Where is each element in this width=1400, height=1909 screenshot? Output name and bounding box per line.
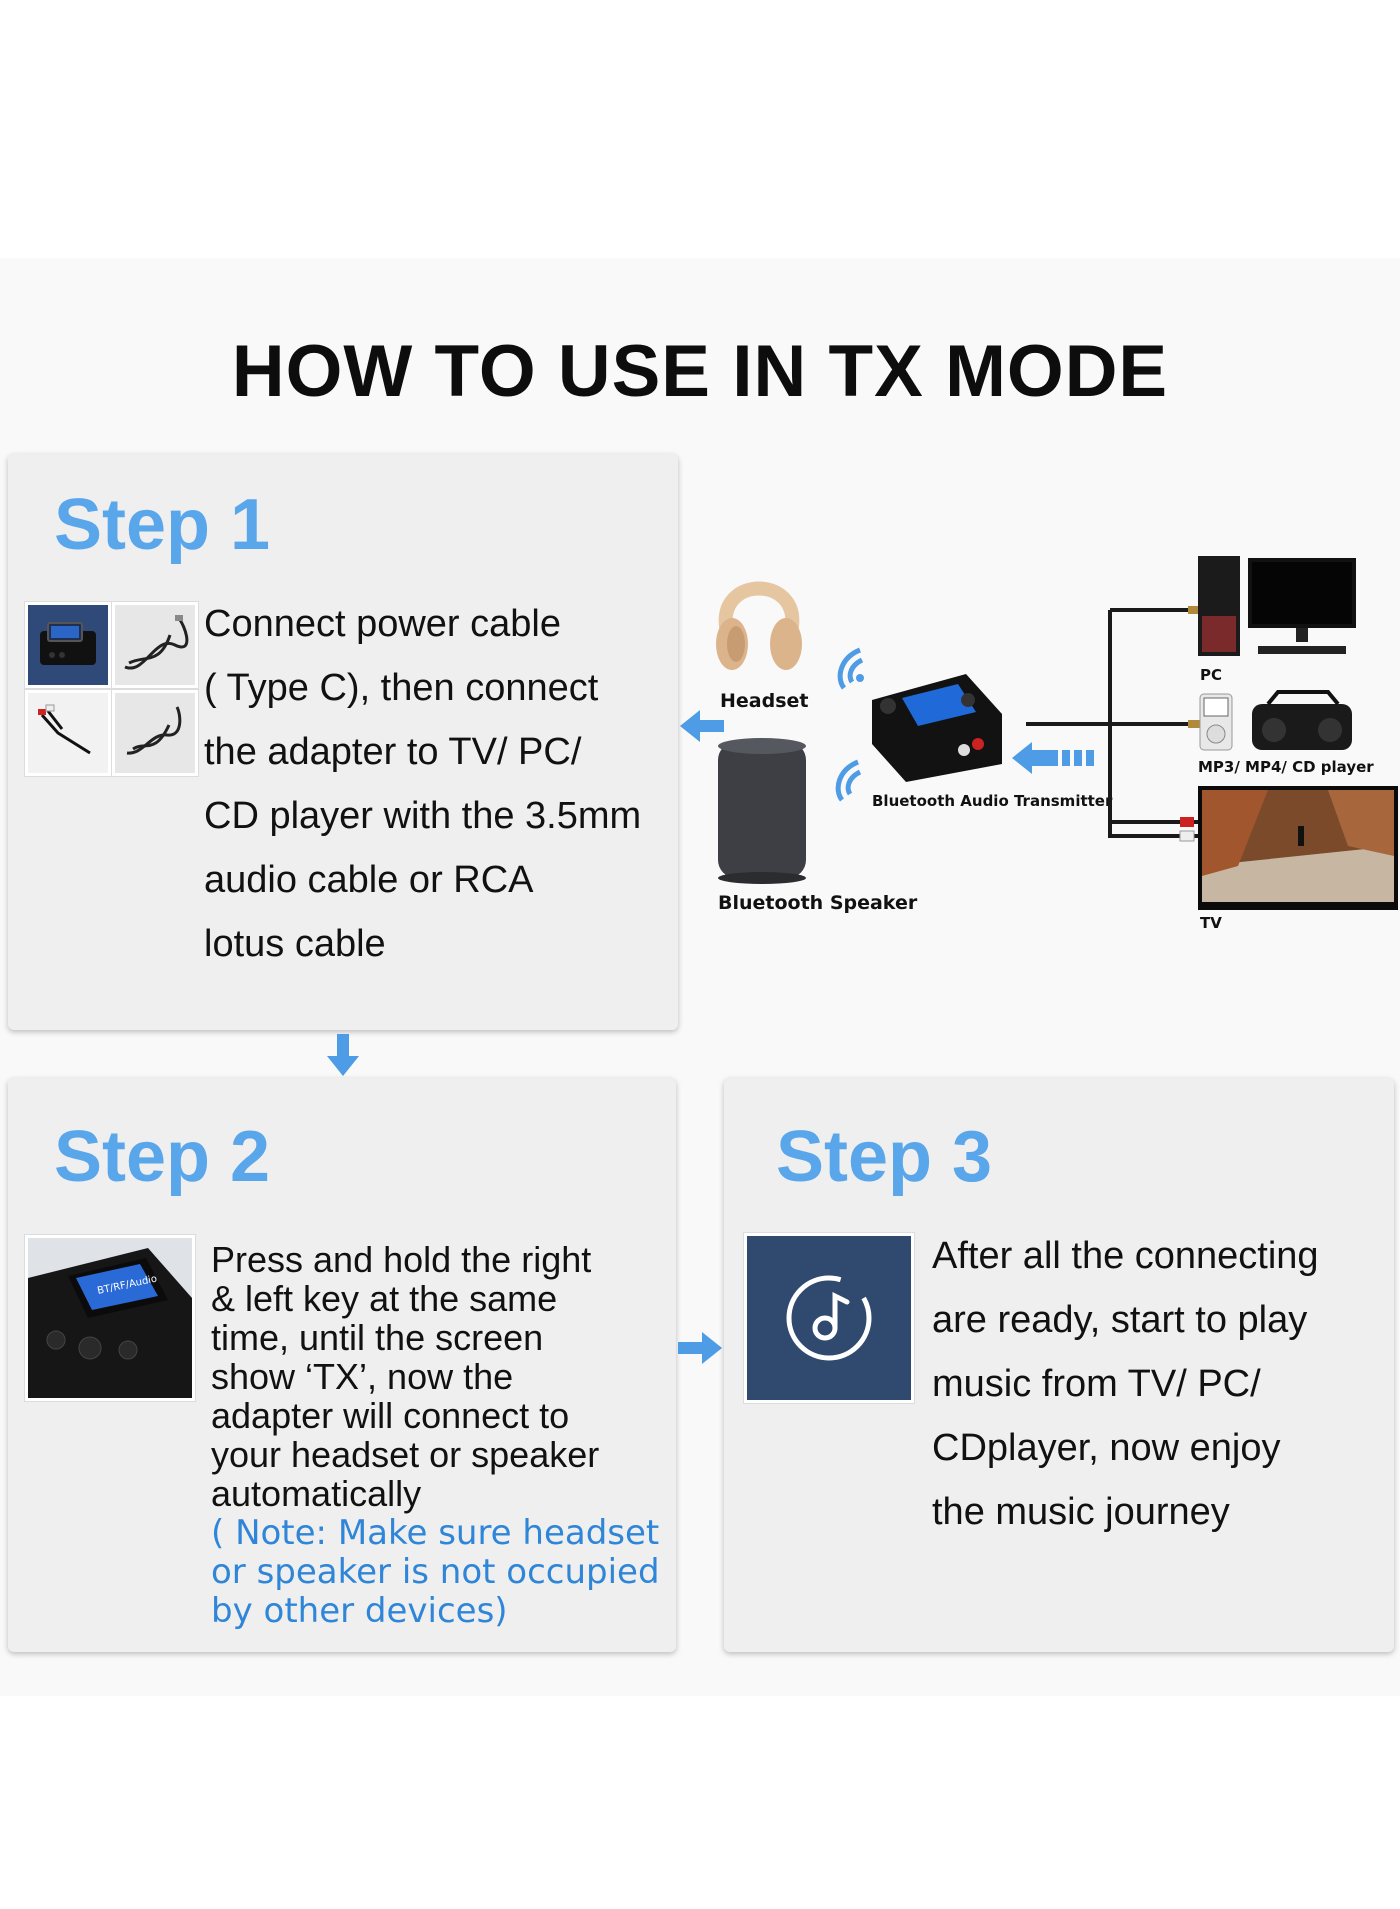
usb-cable-thumbnail <box>112 602 198 688</box>
transmitter-label: Bluetooth Audio Transmitter <box>872 792 1113 810</box>
arrow-left-icon <box>680 710 724 747</box>
step2-text: Press and hold the right & left key at t… <box>211 1239 600 1514</box>
mp3-label: MP3/ MP4/ CD player <box>1198 758 1374 776</box>
rca-cable-thumbnail <box>25 690 111 776</box>
cable-lines <box>1026 606 1200 842</box>
step3-text: After all the connecting are ready, star… <box>932 1235 1319 1533</box>
arrow-right-icon <box>678 1330 724 1371</box>
mp3-cd-player-icon <box>1198 690 1358 761</box>
step2-title: Step 2 <box>54 1117 271 1197</box>
device-thumbnail <box>25 602 111 688</box>
arrow-down-icon <box>325 1034 361 1083</box>
music-disc-icon <box>747 1236 911 1400</box>
tv-icon <box>1198 786 1398 917</box>
wireless-signal-icon <box>830 644 870 699</box>
step1-text: Connect power cable ( Type C), then conn… <box>204 603 642 965</box>
headset-label: Headset <box>720 690 809 712</box>
arrow-input-icon <box>1012 742 1100 779</box>
tv-label: TV <box>1200 914 1222 932</box>
step3-title: Step 3 <box>776 1117 993 1197</box>
step1-title: Step 1 <box>54 485 271 565</box>
pc-icon <box>1198 556 1358 665</box>
step2-note: ( Note: Make sure headset or speaker is … <box>211 1513 660 1631</box>
pc-label: PC <box>1200 666 1223 684</box>
speaker-label: Bluetooth Speaker <box>718 892 918 914</box>
aux-cable-thumbnail <box>112 690 198 776</box>
headset-icon <box>714 556 804 691</box>
transmitter-closeup-thumbnail: BT/RF/Audio <box>25 1235 195 1401</box>
page-title: HOW TO USE IN TX MODE <box>231 331 1169 412</box>
wireless-signal-icon-2 <box>828 756 868 811</box>
music-icon-tile <box>744 1233 914 1403</box>
transmitter-icon <box>866 664 1006 789</box>
speaker-icon <box>716 736 808 889</box>
